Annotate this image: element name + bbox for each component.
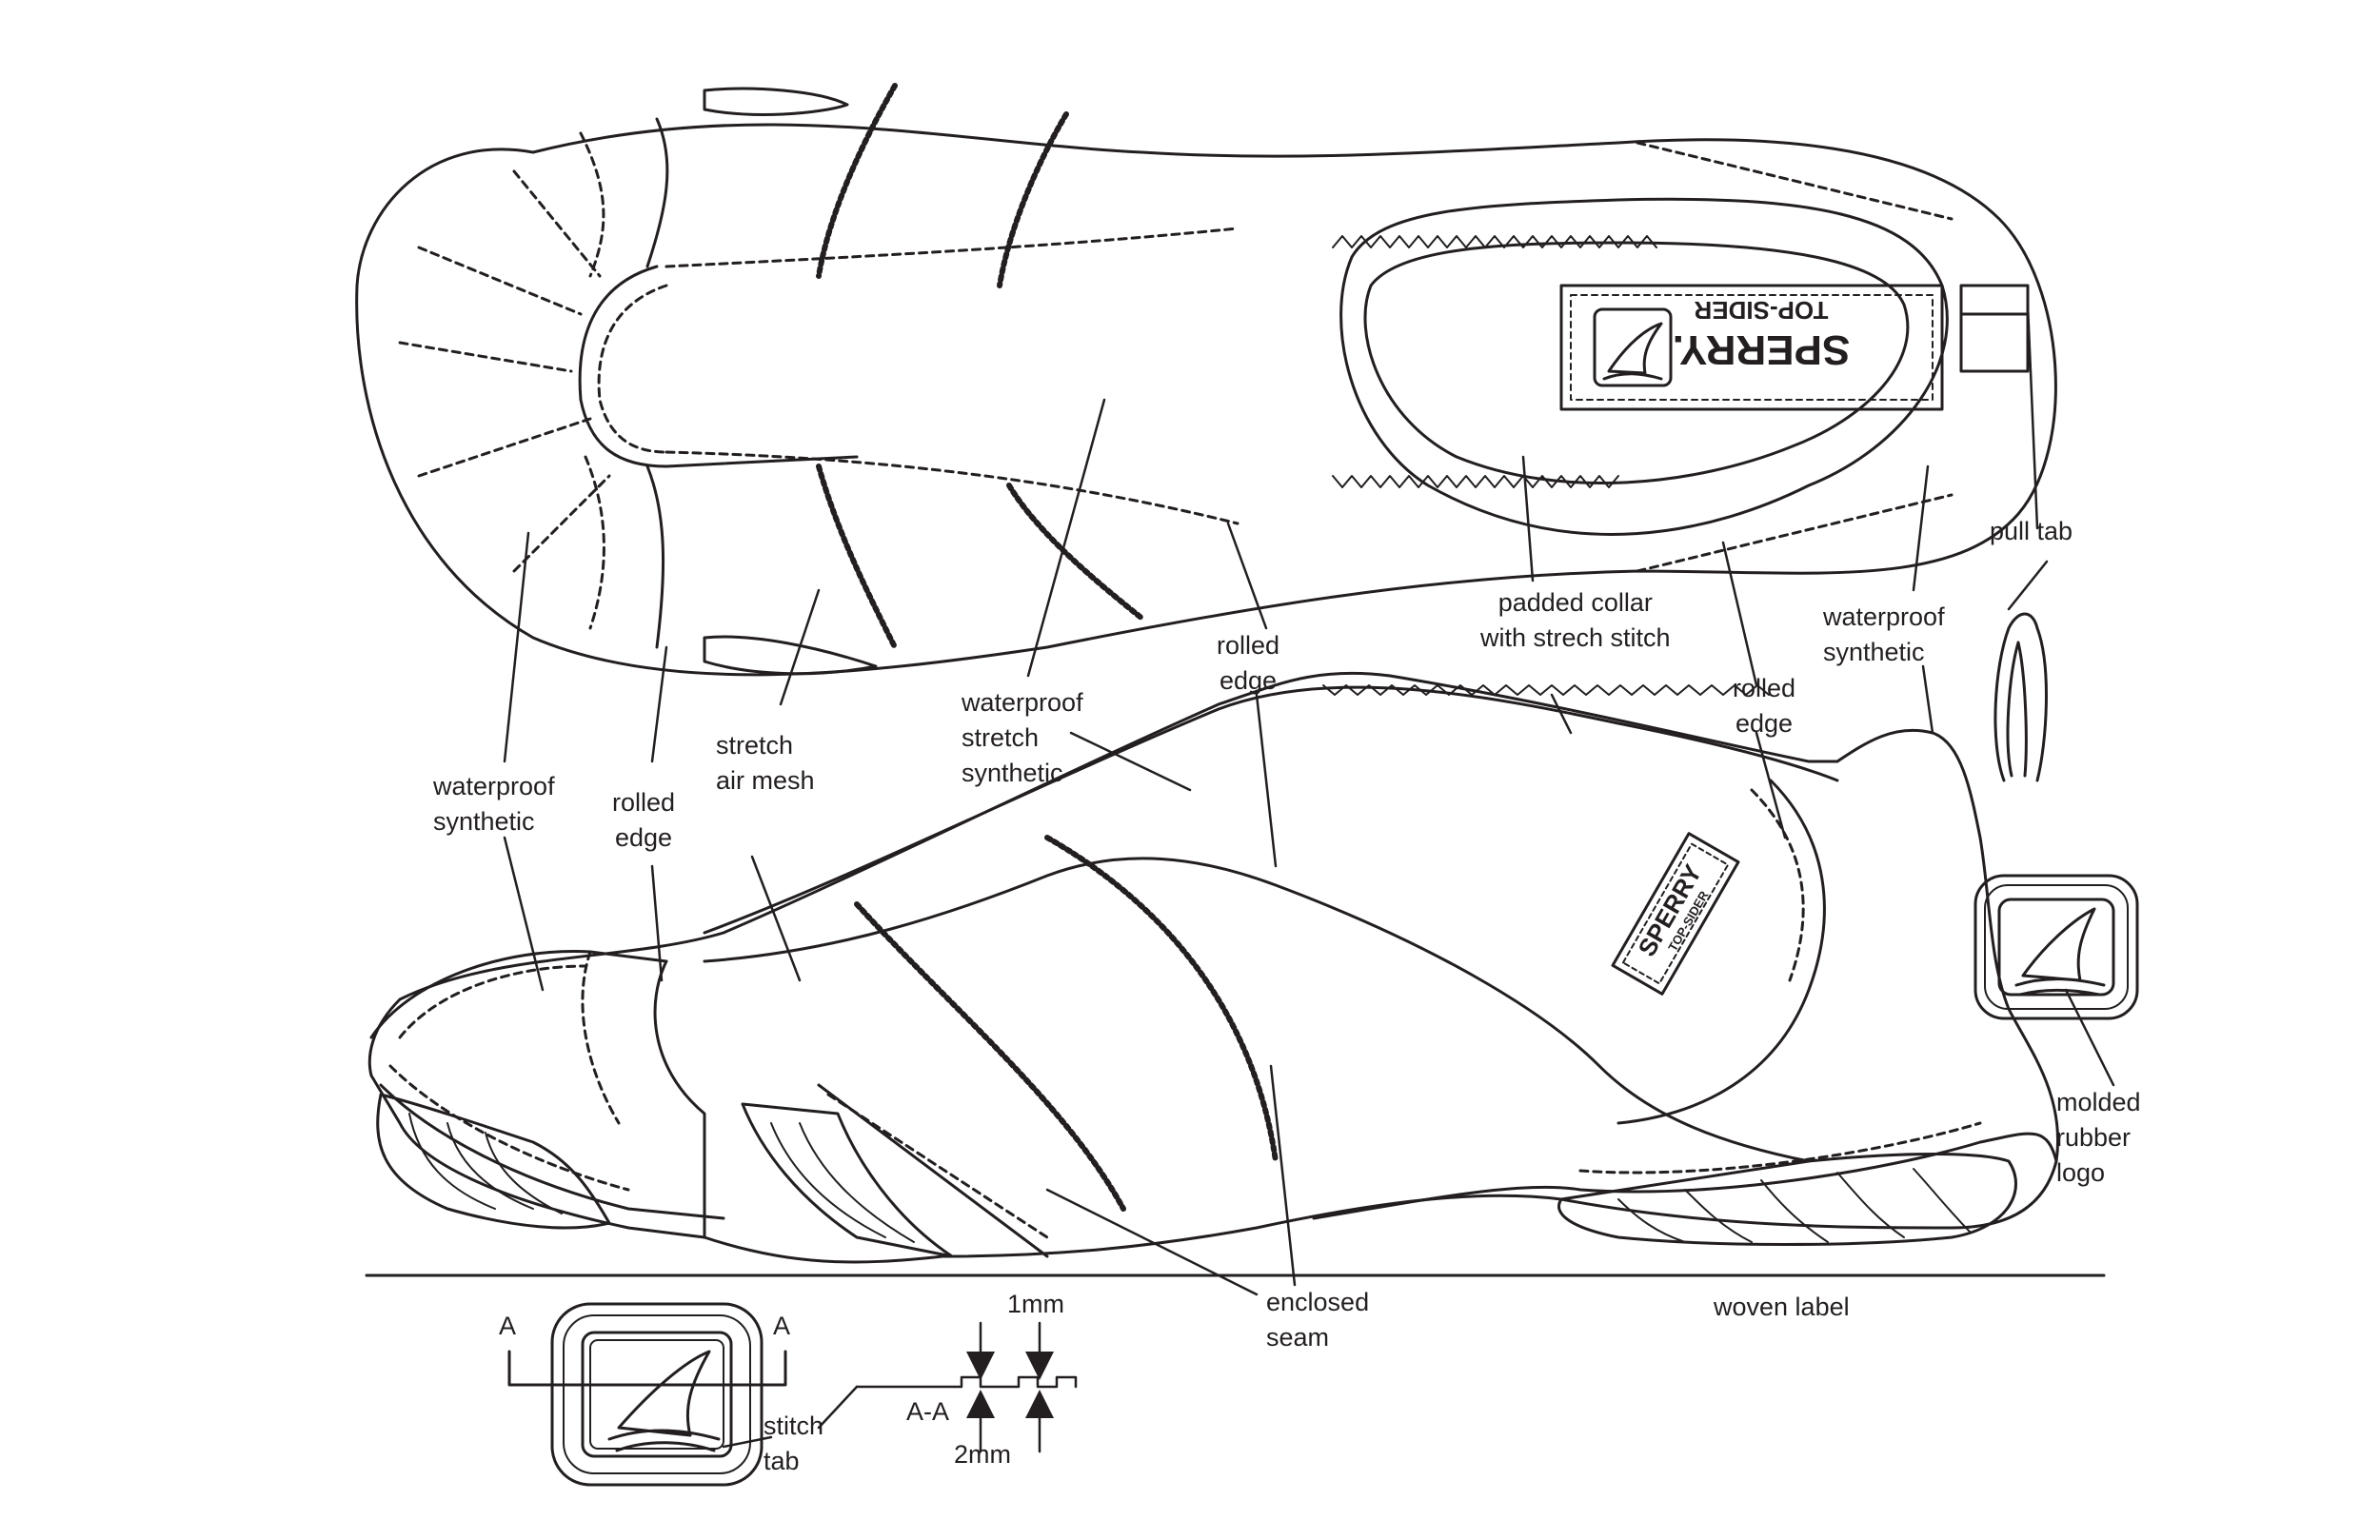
side-pull-tab — [1993, 612, 2048, 782]
sail-icon-top — [1602, 322, 1663, 381]
top-toe-bumper-top — [703, 87, 849, 116]
sail-icon-side — [2014, 907, 2106, 997]
label-dim-bottom: 2mm — [954, 1440, 1011, 1469]
top-heel-panel — [1636, 141, 1954, 573]
label-waterproof-synthetic-right: waterproof synthetic — [1823, 602, 1945, 666]
label-dim-top: 1mm — [1007, 1290, 1064, 1318]
top-mesh-ribs — [816, 83, 1145, 650]
side-toe-radial — [581, 950, 621, 1125]
side-heel-panel — [1616, 779, 1826, 1125]
side-rolled-edge — [653, 959, 706, 1239]
top-collar-outer — [1339, 197, 1949, 536]
label-padded-collar: padded collar with strech stitch — [1480, 588, 1671, 652]
label-woven-label: woven label — [1714, 1293, 1850, 1321]
top-outline — [355, 123, 2057, 677]
top-rolled-edge-front-stitch — [579, 131, 605, 630]
sail-icon-detail — [607, 1350, 721, 1452]
brand-sub-top: TOP-SIDER — [1694, 296, 1828, 325]
side-inner-panel — [703, 857, 1811, 1163]
side-pull-tab-inner — [2006, 641, 2028, 778]
label-waterproof-stretch-synthetic: waterproof stretch synthetic — [962, 688, 1083, 787]
top-toe-bumper-bottom — [703, 635, 878, 676]
label-molded-rubber-logo: molded rubber logo — [2056, 1088, 2141, 1187]
side-mesh-ribs — [854, 835, 1279, 1212]
side-outsole-heel-ribs — [1617, 1168, 1972, 1243]
side-heel-stitch — [1750, 788, 1805, 982]
label-stitch-tab: stitch tab — [764, 1412, 824, 1475]
molded-rubber-logo — [1973, 874, 2139, 1020]
woven-label-top — [1559, 284, 1944, 411]
label-section-marker-left: A — [499, 1312, 517, 1340]
brand-name-top: SPERRY. — [1673, 326, 1851, 373]
side-midsole-stitch — [388, 1064, 1982, 1239]
side-toe-cap — [369, 950, 668, 1039]
label-pull-tab: pull tab — [1990, 517, 2073, 545]
side-outsole-mid — [741, 1102, 954, 1258]
side-upper-outline — [367, 671, 2059, 1264]
label-section-marker-right: A — [773, 1312, 791, 1340]
side-outsole-mid-ribs — [770, 1122, 915, 1243]
top-side-stitch-upper — [664, 227, 1240, 268]
label-waterproof-synthetic-left: waterproof synthetic — [433, 772, 555, 836]
leader-lines — [503, 303, 2115, 1296]
top-rolled-edge-front — [645, 117, 669, 649]
side-view — [367, 612, 2059, 1264]
top-pull-tab — [1959, 284, 2030, 373]
side-collar-zigzag — [1322, 684, 1770, 696]
side-toe-stitch — [398, 964, 587, 1039]
label-enclosed-seam: enclosed seam — [1266, 1288, 1370, 1352]
side-outsole-front — [376, 1093, 611, 1230]
top-toe-stitch — [597, 284, 668, 454]
top-toe-inner — [578, 265, 859, 468]
woven-label-side — [1611, 832, 1740, 996]
label-rolled-edge-right: rolled edge — [1733, 674, 1796, 738]
section-line — [507, 1350, 787, 1387]
top-side-stitch-lower — [664, 450, 1240, 525]
brand-side: SPERRY TOP-SIDER — [1632, 859, 1711, 961]
detail-logo — [507, 1302, 787, 1487]
top-toe-radials — [398, 169, 611, 573]
label-rolled-edge-left: rolled edge — [612, 788, 676, 852]
top-view — [355, 83, 2057, 677]
side-midsole — [379, 1083, 2058, 1258]
brand-top: SPERRY. TOP-SIDER — [1673, 296, 1851, 373]
label-rolled-edge-top: rolled edge — [1217, 631, 1280, 695]
side-outsole-front-ribs — [408, 1113, 563, 1214]
section-profile — [817, 1321, 1078, 1453]
label-section-aa: A-A — [906, 1397, 950, 1426]
side-outsole-heel — [1557, 1153, 2017, 1246]
label-stretch-air-mesh: stretch air mesh — [716, 731, 815, 795]
side-collar-line — [703, 685, 1839, 935]
top-collar-inner — [1363, 241, 1910, 484]
